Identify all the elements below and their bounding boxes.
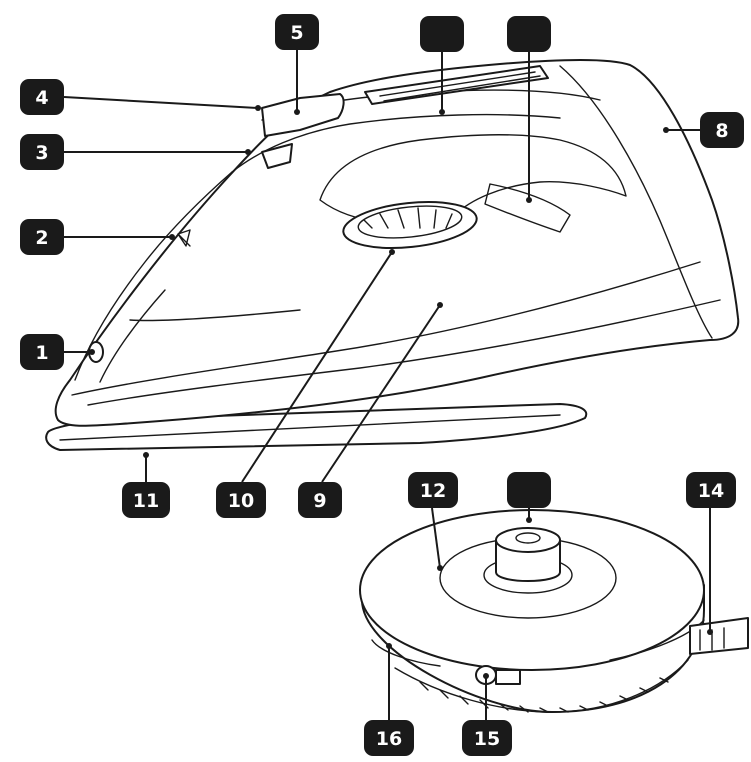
callout-5-label: 5 (290, 22, 303, 44)
steam-iron (45, 59, 740, 451)
spray-button (261, 93, 345, 137)
callout-5: 5 (275, 14, 319, 50)
steam-burst-button (261, 143, 293, 169)
callout-1-label: 1 (35, 342, 48, 364)
callout-9-label: 9 (313, 490, 326, 512)
base-top (359, 509, 705, 671)
top-vents (364, 65, 549, 105)
callout-2-label: 2 (35, 227, 48, 249)
temperature-dial (342, 201, 478, 249)
callout-16: 16 (364, 720, 414, 756)
callout-12-label: 12 (420, 480, 446, 502)
callout-14-label: 14 (698, 480, 724, 502)
callout-9: 9 (298, 482, 342, 518)
callout-6 (420, 16, 464, 52)
callout-12: 12 (408, 472, 458, 508)
callout-2: 2 (20, 219, 64, 255)
callout-1: 1 (20, 334, 64, 370)
callout-11: 11 (122, 482, 170, 518)
cordless-base (359, 509, 749, 713)
callout-8-label: 8 (715, 120, 728, 142)
callout-15: 15 (462, 720, 512, 756)
callout-16-label: 16 (376, 728, 402, 750)
callout-10: 10 (216, 482, 266, 518)
callout-13 (507, 472, 551, 508)
callout-4-label: 4 (35, 87, 48, 109)
callout-7 (507, 16, 551, 52)
callout-11-label: 11 (133, 490, 159, 512)
callout-8: 8 (700, 112, 744, 148)
self-clean-symbol (177, 229, 191, 247)
callout-3: 3 (20, 134, 64, 170)
base-connector (495, 527, 561, 582)
callout-3-label: 3 (35, 142, 48, 164)
callout-14: 14 (686, 472, 736, 508)
callout-10-label: 10 (228, 490, 254, 512)
callout-4: 4 (20, 79, 64, 115)
callout-15-label: 15 (474, 728, 500, 750)
power-cord (689, 617, 749, 655)
leader-lines (63, 50, 713, 720)
